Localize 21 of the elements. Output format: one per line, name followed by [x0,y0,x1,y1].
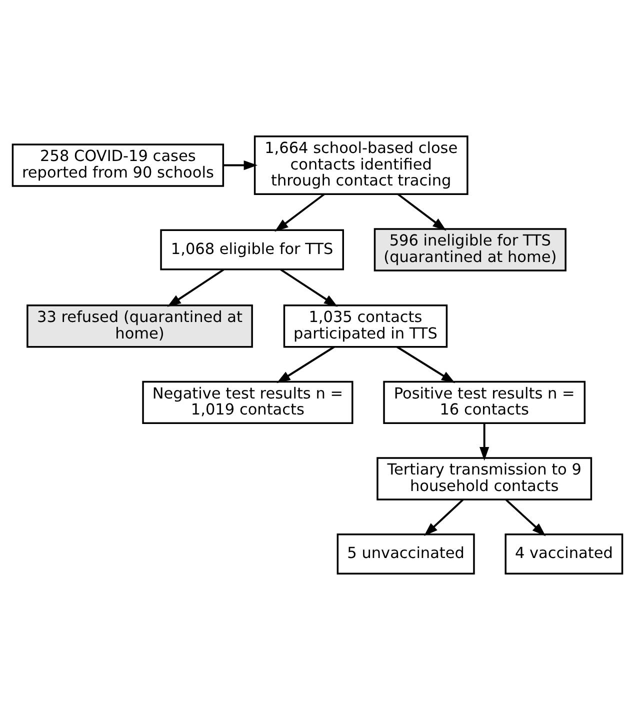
arrow [396,346,456,383]
node-box: Tertiary transmission to 9 household contacts [376,456,592,500]
node-box: 596 ineligible for TTS (quarantined at home) [374,228,566,271]
arrow [397,192,446,230]
node-box: 258 COVID-19 cases reported from 90 schools [12,143,224,186]
arrow [280,268,338,306]
node-box: 5 unvaccinated [336,533,475,574]
node-box: 1,664 school-based close contacts identified through contact tracing [254,134,468,195]
node-box: 1,068 eligible for TTS [160,228,344,270]
node-box: Positive test results n = 16 contacts [383,380,586,424]
node-box: 4 vaccinated [504,533,624,574]
arrow [424,498,464,536]
node-box: 1,035 contacts participated in TTS [283,304,448,348]
arrow [223,160,258,170]
arrow [505,498,546,536]
arrow [167,268,224,306]
node-box: 33 refused (quarantined at home) [26,304,253,348]
arrow [480,422,490,460]
arrow [276,346,335,383]
arrow [274,192,325,232]
node-box: Negative test results n = 1,019 contacts [142,380,354,424]
